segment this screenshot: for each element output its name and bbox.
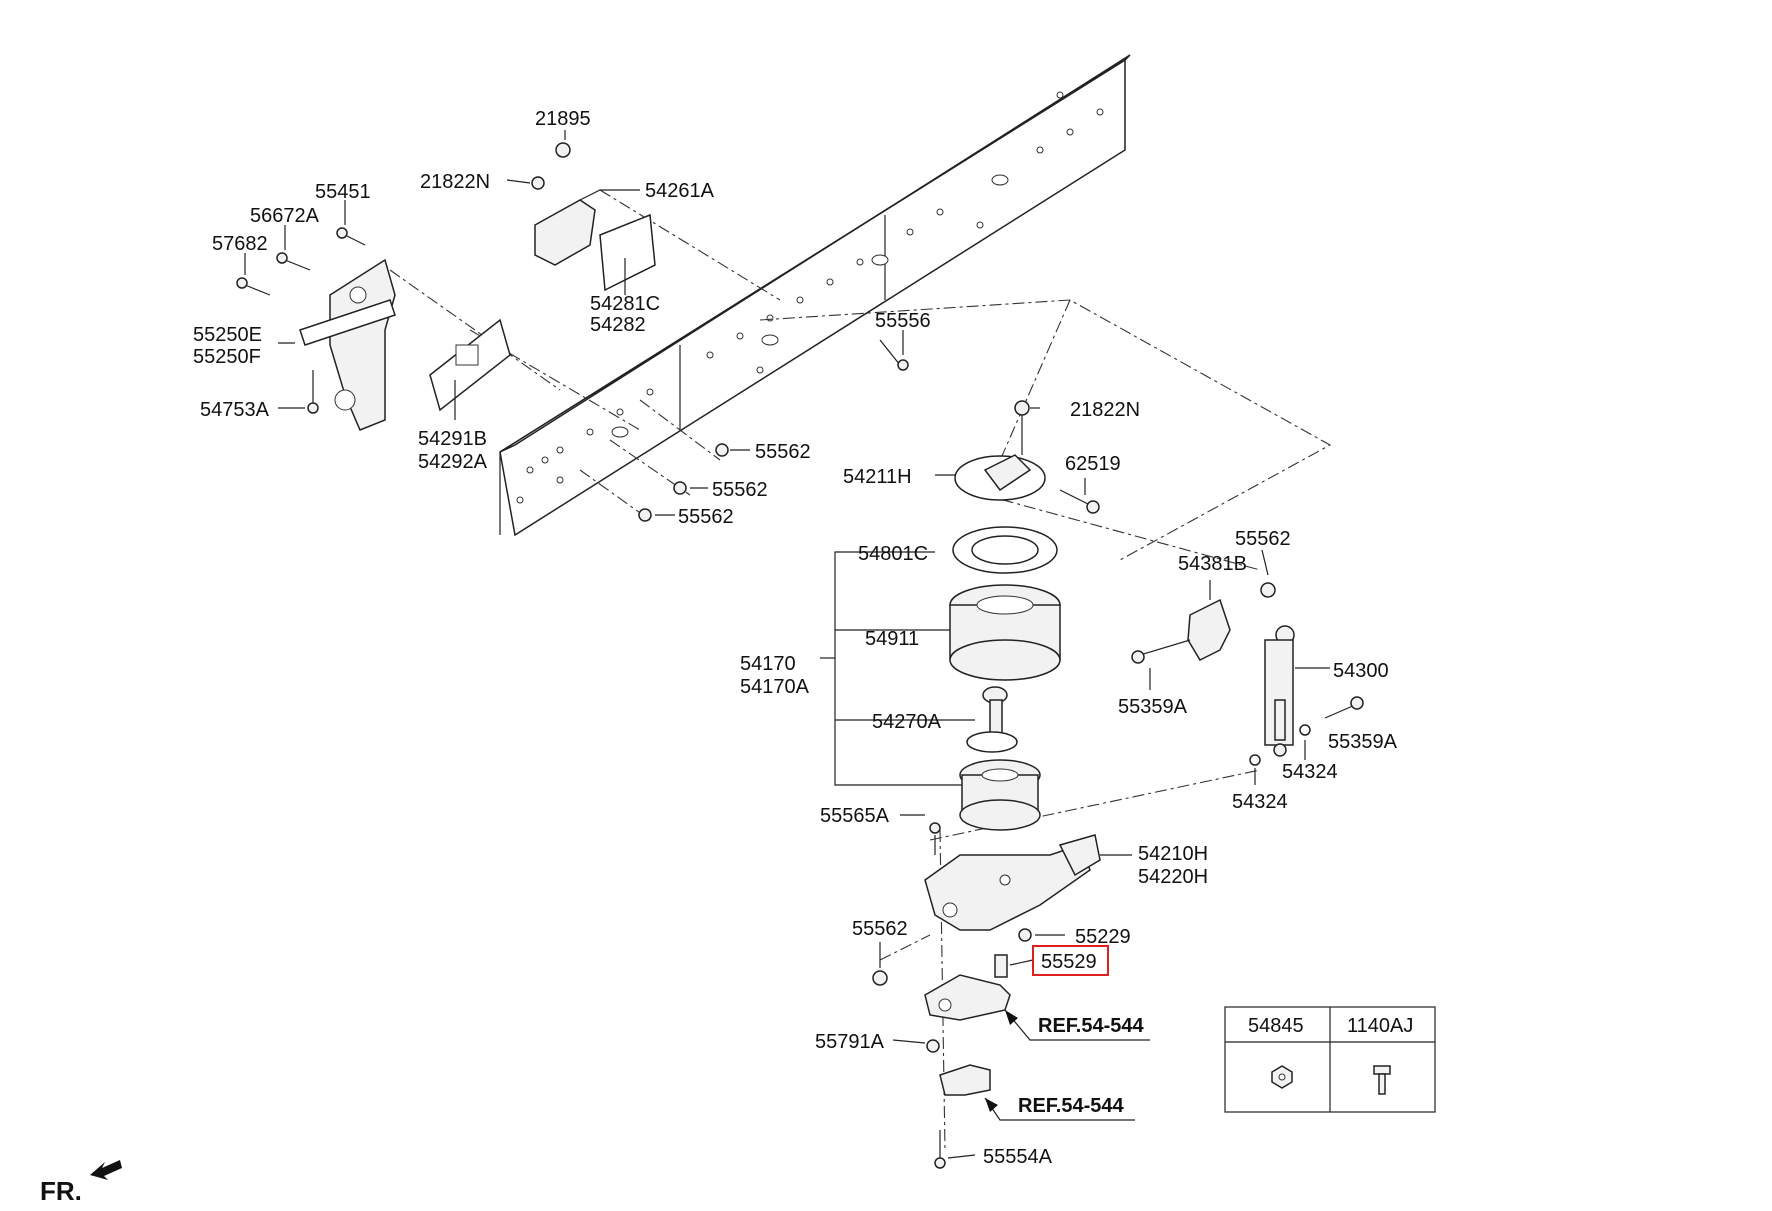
u-bolt-clamp	[934, 1064, 991, 1169]
bolt-icon	[1373, 1065, 1391, 1095]
callout-54753A[interactable]: 54753A	[200, 399, 270, 421]
callout-55229[interactable]: 55229	[1075, 926, 1131, 948]
callout-55562-a[interactable]: 55562	[755, 441, 811, 463]
callout-55562-e[interactable]: 55562	[852, 918, 908, 940]
ref-54-544-lower[interactable]: REF.54-544	[1018, 1095, 1124, 1117]
callout-21822N-top[interactable]: 21822N	[420, 171, 490, 193]
callout-56672A[interactable]: 56672A	[250, 205, 320, 227]
callout-54292A[interactable]: 54292A	[418, 451, 488, 473]
callout-54324-a[interactable]: 54324	[1282, 761, 1338, 783]
rail-holes	[516, 91, 1104, 504]
flange-nut-icon	[1271, 1065, 1293, 1089]
callout-57682[interactable]: 57682	[212, 233, 268, 255]
callout-labels: 21895 21822N 54261A 55451 56672A 57682 5…	[193, 108, 1398, 1168]
callout-54261A[interactable]: 54261A	[645, 180, 715, 202]
callout-54291B[interactable]: 54291B	[418, 428, 487, 450]
callout-54281C[interactable]: 54281C	[590, 293, 660, 315]
callout-54282[interactable]: 54282	[590, 314, 646, 336]
top-bracket	[534, 199, 656, 292]
ref-arrowhead-1	[1005, 1010, 1018, 1025]
callout-54270A[interactable]: 54270A	[872, 711, 942, 733]
front-direction-indicator: FR.	[40, 1160, 122, 1206]
fr-arrow-icon	[90, 1160, 122, 1180]
left-hanger-bracket	[299, 258, 396, 431]
callout-55562-d[interactable]: 55562	[1235, 528, 1291, 550]
callout-21822N-mid[interactable]: 21822N	[1070, 399, 1140, 421]
callout-55529[interactable]: 55529	[1041, 951, 1097, 973]
air-spring-assembly	[949, 400, 1100, 831]
callout-55791A[interactable]: 55791A	[815, 1031, 885, 1053]
dashed-leaders	[389, 189, 1332, 1151]
callout-54220H[interactable]: 54220H	[1138, 866, 1208, 888]
ref-54-544-upper[interactable]: REF.54-544	[1038, 1015, 1144, 1037]
callout-54324-b[interactable]: 54324	[1232, 791, 1288, 813]
callout-54381B[interactable]: 54381B	[1178, 553, 1247, 575]
fasteners-left	[236, 142, 909, 522]
callout-55359A-left[interactable]: 55359A	[1118, 696, 1188, 718]
callout-55562-b[interactable]: 55562	[712, 479, 768, 501]
callout-55554A[interactable]: 55554A	[983, 1146, 1053, 1168]
callout-54170[interactable]: 54170	[740, 653, 796, 675]
callout-54911[interactable]: 54911	[865, 628, 919, 650]
callout-54170A[interactable]: 54170A	[740, 676, 810, 698]
table-header-1140AJ: 1140AJ	[1347, 1015, 1413, 1037]
left-plate	[429, 318, 511, 412]
callout-54801C[interactable]: 54801C	[858, 543, 928, 565]
callout-54210H[interactable]: 54210H	[1138, 843, 1208, 865]
lower-arm	[872, 822, 1101, 986]
callout-54211H[interactable]: 54211H	[843, 466, 912, 488]
parts-table: 54845 1140AJ	[1224, 1006, 1436, 1113]
callout-55565A[interactable]: 55565A	[820, 805, 890, 827]
callout-55562-c[interactable]: 55562	[678, 506, 734, 528]
highlight-box-55529	[1032, 945, 1109, 976]
callout-55451[interactable]: 55451	[315, 181, 371, 203]
fr-label: FR.	[40, 1176, 82, 1206]
frame-rail	[499, 54, 1131, 537]
callout-21895[interactable]: 21895	[535, 108, 591, 130]
lower-seat	[924, 974, 1011, 1053]
callout-55250E[interactable]: 55250E	[193, 324, 262, 346]
callout-54300[interactable]: 54300	[1333, 660, 1389, 682]
ref-arrowhead-2	[985, 1098, 998, 1112]
shock-absorber	[1249, 625, 1364, 766]
table-header-54845: 54845	[1248, 1015, 1304, 1037]
callout-55556[interactable]: 55556	[875, 310, 931, 332]
callout-55250F[interactable]: 55250F	[193, 346, 261, 368]
callout-55359A-right[interactable]: 55359A	[1328, 731, 1398, 753]
callout-62519[interactable]: 62519	[1065, 453, 1121, 475]
shock-bracket	[1131, 582, 1276, 664]
